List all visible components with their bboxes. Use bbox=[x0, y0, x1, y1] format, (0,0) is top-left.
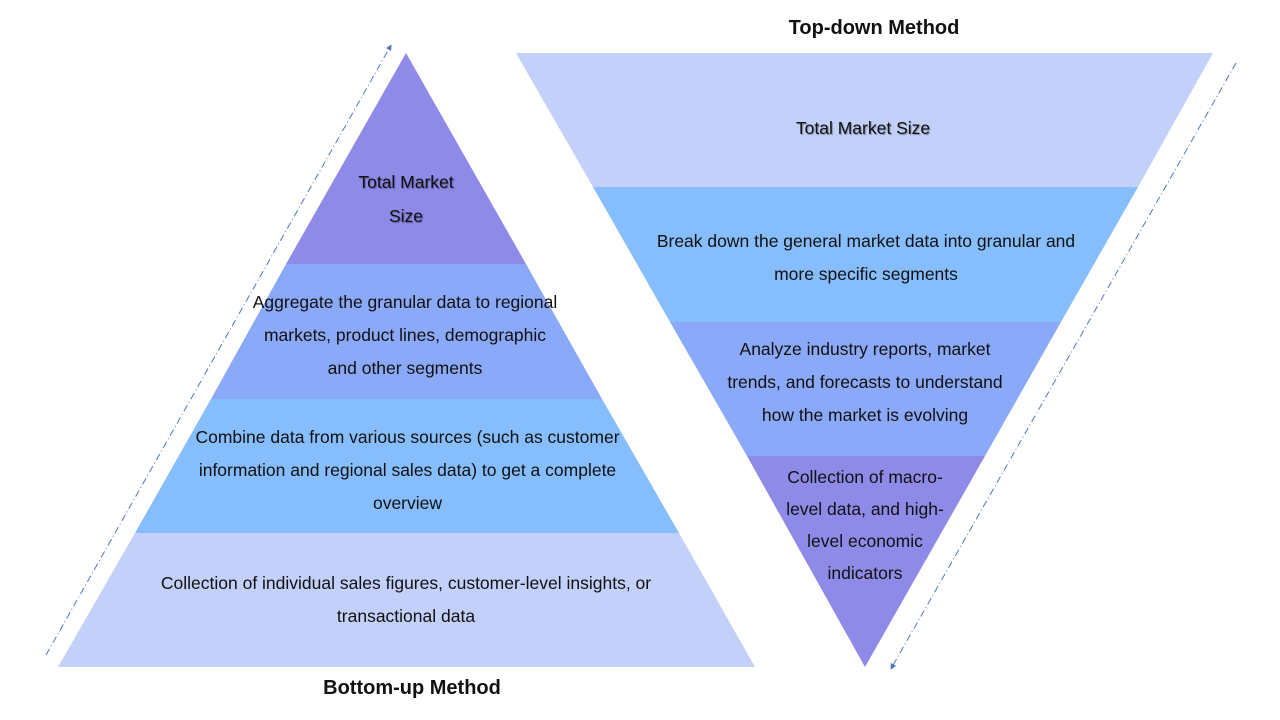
top-down-pyramid bbox=[516, 53, 1213, 667]
top-down-tier-2-shape bbox=[593, 187, 1138, 322]
top-down-arrow bbox=[890, 62, 1237, 670]
top-down-tier-2-label: Break down the general market data into … bbox=[656, 231, 1076, 284]
top-down-tier-1-shape bbox=[516, 53, 1213, 187]
bottom-up-tier-3-label: Combine data from various sources (such … bbox=[195, 427, 620, 513]
top-down-tier-4-label: Collection of macro-level data, and high… bbox=[786, 467, 944, 583]
top-down-title: Top-down Method bbox=[788, 17, 960, 39]
bottom-up-tier-4-label: Collection of individual sales figures, … bbox=[160, 573, 652, 626]
bottom-up-tier-1-shape bbox=[286, 53, 526, 264]
bottom-up-tier-3-shape bbox=[135, 399, 679, 533]
bottom-up-tier-2-label: Aggregate the granular data to regional … bbox=[252, 292, 558, 378]
top-down-tier-3-shape bbox=[670, 322, 1061, 456]
top-down-tier-1-label: Total Market Size bbox=[795, 118, 931, 138]
bottom-up-tier-4-shape bbox=[58, 533, 755, 667]
top-down-tier-4-shape bbox=[747, 456, 985, 667]
bottom-up-arrow bbox=[45, 44, 392, 656]
bottom-up-pyramid bbox=[58, 53, 755, 667]
top-down-tier-3-label: Analyze industry reports, market trends,… bbox=[727, 339, 1003, 425]
bottom-up-tier-1-label: Total Market Size bbox=[358, 172, 454, 226]
bottom-up-title: Bottom-up Method bbox=[323, 677, 501, 699]
bottom-up-tier-2-shape bbox=[211, 264, 602, 399]
